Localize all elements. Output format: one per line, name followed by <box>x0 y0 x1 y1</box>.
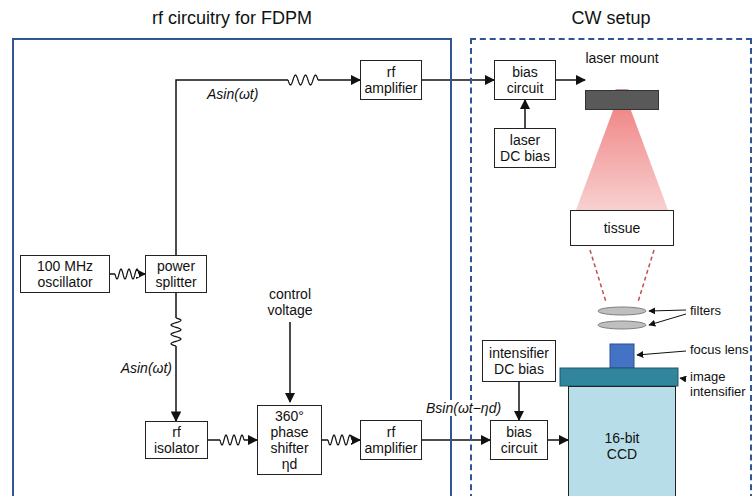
dc-bias-box: intensifier DC bias <box>482 340 556 382</box>
signal-wire <box>518 382 520 420</box>
box-label: rf isolator <box>149 424 204 456</box>
isolator-box: rf isolator <box>145 421 208 459</box>
image-intensifier <box>560 368 678 386</box>
region-panel: CW setup bias circuit laser DC bias laser m… <box>470 0 752 496</box>
signal-wire <box>556 79 585 81</box>
signal-wire <box>176 80 360 255</box>
region-title: CW setup <box>470 0 752 36</box>
light-path <box>590 250 606 302</box>
control-arrow <box>289 322 291 402</box>
rf-waveform <box>288 75 318 85</box>
light-path <box>638 250 654 302</box>
amplifier-box: rf amplifier <box>360 420 422 460</box>
mount-body <box>585 90 659 110</box>
ccd-camera: 16-bit CCD <box>568 386 676 496</box>
phase-shifter-box: 360° phase shifterηd <box>257 405 322 475</box>
signal-label: Asin(ωt) <box>100 360 174 376</box>
control-label: control voltage <box>250 286 330 318</box>
leader-line <box>637 351 686 355</box>
box-label: tissue <box>604 220 641 236</box>
oscillator-box: 100 MHz oscillator <box>20 255 110 293</box>
rf-waveform <box>115 269 139 279</box>
box-label: bias circuit <box>494 424 544 456</box>
splitter-box: power splitter <box>145 255 207 293</box>
dc-bias-box: laser DC bias <box>494 128 556 168</box>
box-label: power splitter <box>149 258 203 290</box>
leader-line <box>649 314 686 325</box>
focus-lens <box>610 344 634 368</box>
signal-wire <box>548 439 568 441</box>
part-label: filters <box>690 304 750 319</box>
tissue-box: tissue <box>570 210 674 246</box>
bias-circuit-box: bias circuit <box>494 60 556 100</box>
leader-line <box>680 378 686 379</box>
box-label: laser DC bias <box>498 132 552 164</box>
bias-circuit-box: bias circuit <box>490 420 548 460</box>
box-label: 360° phase shifter <box>261 408 318 456</box>
box-label: bias circuit <box>498 64 552 96</box>
rf-waveform <box>220 435 244 445</box>
signal-label: Asin(ωt) <box>205 86 260 102</box>
rf-waveform <box>328 435 352 445</box>
amplifier-box: rf amplifier <box>360 60 422 100</box>
filter-disc <box>598 321 646 329</box>
box-label: 100 MHz oscillator <box>24 258 106 290</box>
box-label: 16-bit CCD <box>594 430 650 462</box>
box-label: intensifier DC bias <box>486 345 552 377</box>
laser-mount: laser mount <box>580 50 664 110</box>
filter-disc <box>598 307 646 315</box>
signal-wire <box>422 79 494 81</box>
signal-label: Bsin(ωt−ηd) <box>424 400 503 416</box>
leader-line <box>649 310 686 311</box>
part-label: image intensifier <box>690 370 754 400</box>
part-label: focus lens <box>690 343 754 358</box>
box-label: rf amplifier <box>364 424 418 456</box>
rf-waveform <box>171 318 181 346</box>
signal-wire <box>524 100 526 128</box>
signal-wire <box>422 439 490 441</box>
box-label: laser mount <box>580 50 664 86</box>
laser-beam <box>576 97 668 210</box>
signal-wire <box>175 293 177 421</box>
region-panel: rf circuitry for FDPM 100 MHz oscillator p… <box>12 0 452 496</box>
region-title: rf circuitry for FDPM <box>12 0 452 36</box>
box-label: rf amplifier <box>364 64 418 96</box>
box-label: ηd <box>282 456 298 472</box>
